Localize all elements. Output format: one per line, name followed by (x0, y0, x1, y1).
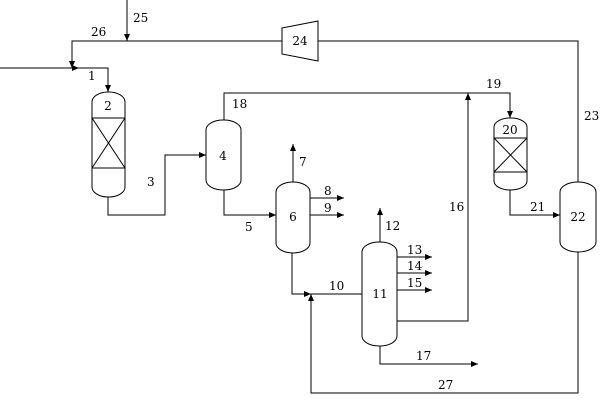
stream-12-label: 12 (385, 219, 400, 233)
compressor-24: 24 (281, 20, 319, 62)
stream-26-line (71, 40, 282, 68)
arrowhead (507, 111, 513, 118)
stream-23-line (318, 40, 579, 182)
arrowhead (290, 144, 296, 151)
arrowhead (471, 361, 478, 367)
unit-11-label: 11 (372, 287, 387, 301)
stream-23-label: 23 (584, 109, 599, 123)
arrowhead (308, 294, 314, 301)
stream-27-line (310, 252, 579, 394)
arrowhead (425, 254, 432, 260)
stream-8-label: 8 (324, 184, 332, 198)
stream-10-label: 10 (329, 279, 344, 293)
arrowhead (269, 212, 276, 218)
stream-5-line (223, 190, 276, 216)
stream-21-line (509, 190, 560, 216)
stream-25-label: 25 (133, 11, 148, 25)
separator-22: 22 (559, 181, 597, 253)
stream-7-label: 7 (299, 155, 307, 169)
stream-18-line (223, 92, 511, 120)
reactor-2: 2 (91, 91, 126, 198)
column-11: 11 (361, 241, 398, 347)
stream-26-label: 26 (91, 25, 106, 39)
arrowhead (425, 270, 432, 276)
stream-16-line (397, 93, 469, 322)
stream-27-label: 27 (438, 378, 453, 392)
stream-17-label: 17 (416, 349, 431, 363)
arrowhead (553, 212, 560, 218)
arrowhead (72, 65, 79, 71)
stream-17-line (379, 346, 478, 365)
unit-20-label: 20 (502, 123, 517, 137)
arrowhead (69, 61, 75, 68)
column-6: 6 (275, 181, 311, 254)
stream-21-label: 21 (530, 200, 545, 214)
stream-3-label: 3 (147, 175, 155, 189)
unit-24-label: 24 (292, 34, 308, 48)
arrowhead (337, 212, 344, 218)
separator-4: 4 (205, 119, 242, 191)
arrowhead (124, 34, 130, 41)
arrowhead (304, 291, 311, 297)
stream-1-label: 1 (88, 69, 96, 83)
stream-1-line (0, 67, 109, 92)
unit-6-label: 6 (289, 210, 297, 224)
unit-2-label: 2 (104, 99, 112, 113)
arrowhead (337, 195, 344, 201)
unit-22-label: 22 (570, 210, 585, 224)
arrowhead (377, 208, 383, 215)
unit-4-label: 4 (219, 149, 227, 163)
stream-10-line (291, 253, 362, 295)
stream-13-label: 13 (407, 243, 422, 257)
arrowhead (465, 93, 471, 100)
stream-3-line (107, 154, 206, 216)
stream-14-label: 14 (407, 259, 423, 273)
stream-18-label: 18 (232, 97, 247, 111)
stream-16-label: 16 (449, 200, 464, 214)
stream-15-label: 15 (407, 276, 422, 290)
arrowhead (425, 287, 432, 293)
stream-9-label: 9 (324, 201, 332, 215)
stream-5-label: 5 (245, 220, 253, 234)
stream-19-label: 19 (486, 77, 501, 91)
arrowhead (105, 85, 111, 92)
reactor-20: 20 (493, 117, 528, 191)
arrowhead (199, 152, 206, 158)
